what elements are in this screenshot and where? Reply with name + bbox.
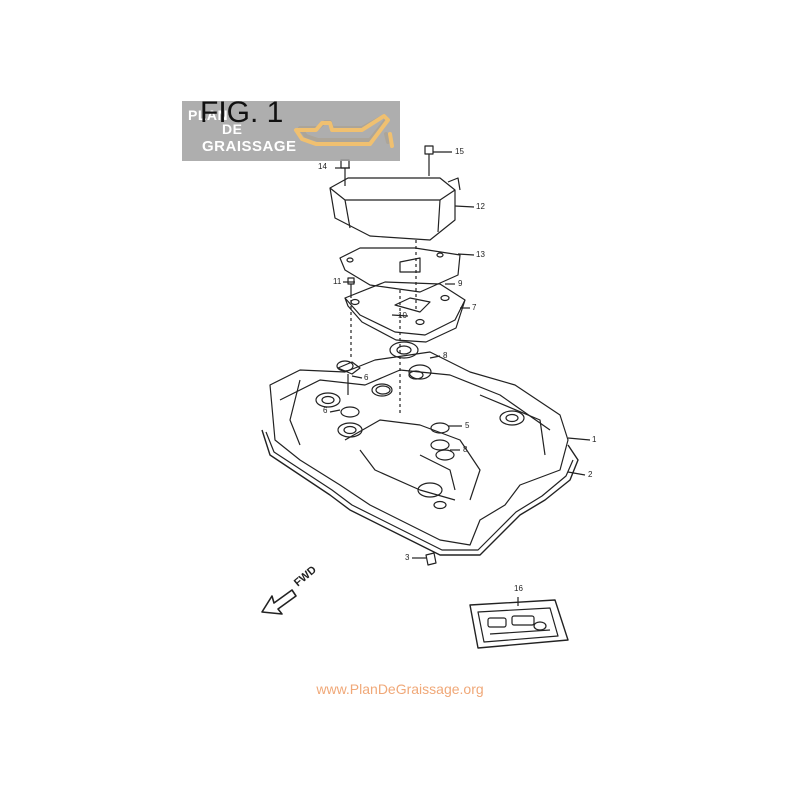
logo-badge: PLAN DE GRAISSAGE: [182, 101, 400, 161]
callout-8-upper: 8: [443, 351, 448, 360]
cylinder-head-cover: [269, 351, 569, 546]
logo-text-line3: GRAISSAGE: [202, 138, 297, 155]
callout-14: 14: [318, 162, 327, 171]
breather-cover: [329, 177, 456, 241]
callout-1: 1: [592, 435, 597, 444]
callout-6-upper: 6: [364, 373, 369, 382]
plug-bolt: [337, 361, 361, 395]
decal-label: [469, 599, 569, 649]
callout-12: 12: [476, 202, 485, 211]
callout-15: 15: [455, 147, 464, 156]
logo-text-line2: DE: [222, 121, 243, 137]
callout-8-lower: 8: [463, 445, 468, 454]
bolt-15: [424, 145, 434, 176]
figure-label: FIG. 1: [200, 96, 284, 129]
callout-16: 16: [514, 584, 523, 593]
callout-3: 3: [405, 553, 410, 562]
breather-gasket: [339, 247, 461, 293]
cap-part: [425, 552, 437, 566]
callout-10: 10: [398, 311, 407, 320]
logo-text-line1: PLAN: [188, 107, 229, 123]
callout-13: 13: [476, 250, 485, 259]
callout-9: 9: [458, 279, 463, 288]
callout-6-lower: 6: [323, 406, 328, 415]
callout-7: 7: [472, 303, 477, 312]
callout-5: 5: [465, 421, 470, 430]
forward-arrow-icon: [261, 589, 297, 615]
footer-website[interactable]: www.PlanDeGraissage.org: [316, 681, 484, 697]
seal-ring: [340, 406, 360, 418]
bolt-14: [340, 159, 350, 186]
callout-11: 11: [333, 277, 342, 286]
callout-2: 2: [588, 470, 593, 479]
breather-plate: [344, 281, 466, 336]
head-cover-gasket: [261, 429, 579, 556]
